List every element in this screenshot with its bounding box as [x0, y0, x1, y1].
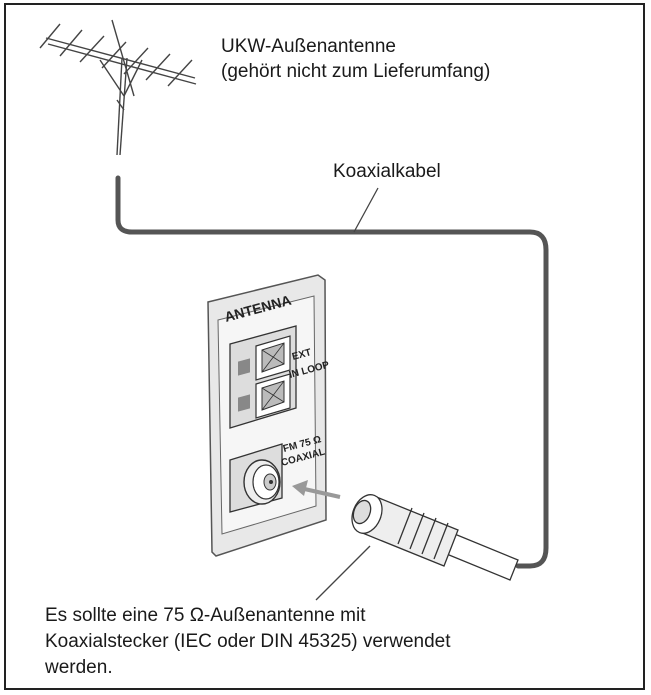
antenna-caption-line2: (gehört nicht zum Lieferumfang) [221, 61, 491, 82]
ext-label: EXT [291, 347, 313, 363]
note-text: Es sollte eine 75 Ω-Außenantenne mit Koa… [45, 603, 451, 681]
note-line1: Es sollte eine 75 Ω-Außenantenne mit [45, 605, 366, 626]
insert-arrow-icon [292, 480, 341, 499]
antenna-caption: UKW-Außenantenne (gehört nicht zum Liefe… [221, 34, 490, 84]
outdoor-antenna-icon [39, 19, 197, 156]
ext-loop-terminal [229, 325, 297, 429]
note-leader-line [315, 545, 371, 601]
cable-leader-line [353, 187, 379, 233]
fm-coaxial-jack [229, 443, 283, 513]
note-line3: werden. [45, 657, 113, 678]
coaxial-plug [351, 494, 519, 581]
cable-label: Koaxialkabel [333, 161, 441, 182]
note-line2: Koaxialstecker (IEC oder DIN 45325) verw… [45, 631, 451, 652]
antenna-caption-line1: UKW-Außenantenne [221, 36, 396, 57]
antenna-panel: ANTENNA EXT IN LOOP FM 75 Ω COAXIAL [207, 274, 331, 557]
coaxial-cable [115, 175, 549, 569]
